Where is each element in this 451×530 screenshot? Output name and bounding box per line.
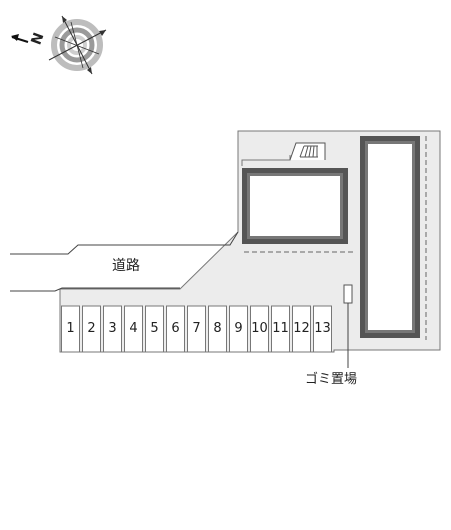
stairs-icon — [289, 142, 326, 161]
parking-space-2 — [82, 305, 101, 353]
parking-space-number: 7 — [192, 321, 200, 336]
parking-space-number: 5 — [150, 321, 158, 336]
parking-space-1 — [61, 305, 80, 353]
parking-space-number: 3 — [108, 321, 116, 336]
parking-space-11 — [271, 305, 290, 353]
north-letter: N — [28, 31, 47, 47]
parking-space-number: 2 — [87, 321, 95, 336]
parking-space-5 — [145, 305, 164, 353]
parking-space-number: 6 — [171, 321, 179, 336]
parking-space-9 — [229, 305, 248, 353]
building-1 — [241, 155, 348, 244]
parking-space-3 — [103, 305, 122, 353]
parking-space-8 — [208, 305, 227, 353]
road — [10, 231, 239, 292]
parking-space-number: 10 — [251, 321, 268, 336]
garbage-label: ゴミ置場 — [305, 371, 357, 387]
road-label: 道路 — [112, 258, 140, 274]
parking-space-6 — [166, 305, 185, 353]
building-2 — [360, 136, 420, 338]
parking-space-number: 11 — [272, 321, 289, 336]
north-arrow-icon — [11, 34, 29, 43]
parking-space-number: 9 — [234, 321, 242, 336]
garbage-area — [343, 284, 353, 304]
parking-space-13 — [313, 305, 332, 353]
parking-space-number: 8 — [213, 321, 221, 336]
parking-space-number: 13 — [314, 321, 331, 336]
parking-space-4 — [124, 305, 143, 353]
parking-space-12 — [292, 305, 311, 353]
parking-space-number: 4 — [129, 321, 137, 336]
compass-rose-icon — [48, 15, 107, 75]
parking-space-7 — [187, 305, 206, 353]
parking-space-10 — [250, 305, 269, 353]
parking-space-number: 12 — [293, 321, 310, 336]
parking-space-number: 1 — [66, 321, 74, 336]
